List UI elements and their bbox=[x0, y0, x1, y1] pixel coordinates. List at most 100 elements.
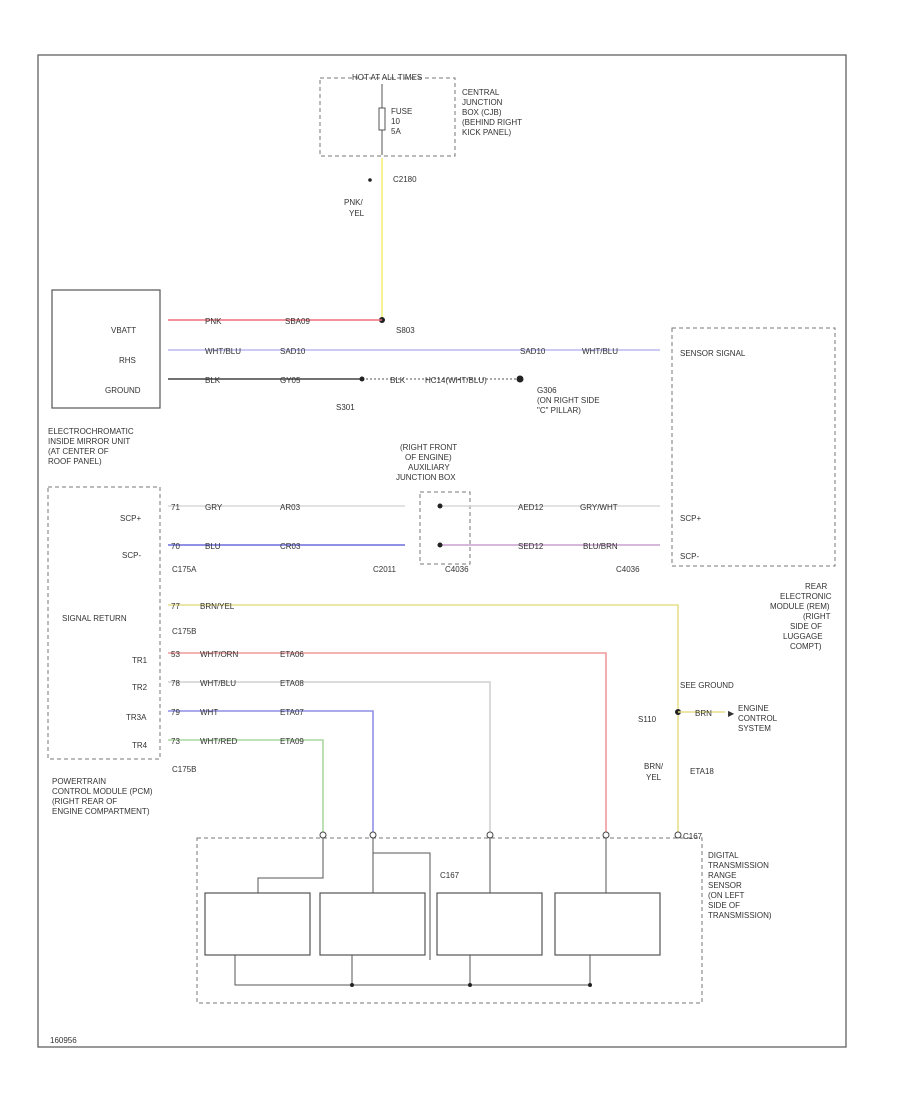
vbatt-wire-circuit: SBA09 bbox=[285, 317, 310, 326]
pcm-pin-tr2: TR2 bbox=[132, 683, 148, 692]
cjb-outline bbox=[319, 77, 456, 157]
mirror-pin-rhs: RHS bbox=[119, 356, 136, 365]
digital-transmission-range-sensor: C167 DIGITAL TRANSMISSION RANGE SENSOR (… bbox=[196, 832, 772, 1004]
pcm-pin-tr1: TR1 bbox=[132, 656, 148, 665]
splice-s301-label: S301 bbox=[336, 403, 355, 412]
rhs-wire-color-right: WHT/BLU bbox=[582, 347, 618, 356]
brn-yel-label-2: YEL bbox=[646, 773, 662, 782]
cjb-label-5: KICK PANEL) bbox=[462, 128, 512, 137]
pcm-label-2: CONTROL MODULE (PCM) bbox=[52, 787, 153, 796]
trs-internal-wire-1 bbox=[257, 835, 324, 893]
mirror-label-4: ROOF PANEL) bbox=[48, 457, 102, 466]
trs-label-5: (ON LEFT bbox=[708, 891, 745, 900]
splice-s803-label: S803 bbox=[396, 326, 415, 335]
scp-minus-color: BLU bbox=[205, 542, 221, 551]
fuse-label-1: FUSE bbox=[391, 107, 412, 116]
scp-plus-color: GRY bbox=[205, 503, 223, 512]
tr2-wire bbox=[168, 681, 491, 835]
trs-label-3: RANGE bbox=[708, 871, 736, 880]
hot-at-all-times-label: HOT AT ALL TIMES bbox=[352, 73, 422, 82]
g306-label-3: "C" PILLAR) bbox=[537, 406, 581, 415]
ground-wire-right-circuit: HC14(WHT/BLU) bbox=[425, 376, 487, 385]
tr4-pin-num: 73 bbox=[171, 737, 180, 746]
pcm-pin-scp-plus: SCP+ bbox=[120, 514, 141, 523]
connector-c175b-lower: C175B bbox=[172, 765, 196, 774]
pcm-label-1: POWERTRAIN bbox=[52, 777, 106, 786]
cjb-label-2: JUNCTION bbox=[462, 98, 503, 107]
rem-label-1: REAR bbox=[805, 582, 827, 591]
mirror-outline bbox=[51, 289, 161, 409]
pnk-yel-label-1: PNK/ bbox=[344, 198, 363, 207]
cjb-label-1: CENTRAL bbox=[462, 88, 500, 97]
rem-pin-scp-minus: SCP- bbox=[680, 552, 699, 561]
connector-c175a: C175A bbox=[172, 565, 197, 574]
pnk-yel-label-2: YEL bbox=[349, 209, 365, 218]
scp-minus-right-circuit: SED12 bbox=[518, 542, 544, 551]
junction-label-2: OF ENGINE) bbox=[405, 453, 452, 462]
fuse-symbol bbox=[378, 107, 386, 131]
tr3a-pin-num: 79 bbox=[171, 708, 180, 717]
pcm-pin-scp-minus: SCP- bbox=[122, 551, 141, 560]
pcm-pin-tr4: TR4 bbox=[132, 741, 148, 750]
connector-c2180: C2180 bbox=[393, 175, 417, 184]
engine-control-label-2: CONTROL bbox=[738, 714, 778, 723]
rem-label-3: MODULE (REM) bbox=[770, 602, 830, 611]
junction-label-1: (RIGHT FRONT bbox=[400, 443, 457, 452]
rem-label-4: (RIGHT bbox=[803, 612, 831, 621]
splice-s110-label: S110 bbox=[638, 715, 657, 724]
pcm-label-3: (RIGHT REAR OF bbox=[52, 797, 117, 806]
tr4-circuit: ETA09 bbox=[280, 737, 304, 746]
junction-label-4: JUNCTION BOX bbox=[396, 473, 456, 482]
rem-outline bbox=[671, 327, 836, 567]
connector-c2011: C2011 bbox=[373, 565, 397, 574]
switch-block-2 bbox=[319, 892, 426, 956]
trs-common-bus bbox=[234, 955, 591, 986]
mirror-label-1: ELECTROCHROMATIC bbox=[48, 427, 134, 436]
tr3a-wire bbox=[168, 710, 374, 835]
engine-control-label-1: ENGINE bbox=[738, 704, 769, 713]
tr1-wire bbox=[168, 652, 607, 835]
eta18-label: ETA18 bbox=[690, 767, 714, 776]
cjb-label-3: BOX (CJB) bbox=[462, 108, 502, 117]
scp-plus-right-color: GRY/WHT bbox=[580, 503, 618, 512]
engine-control-label-3: SYSTEM bbox=[738, 724, 771, 733]
ground-wire-circuit: GY05 bbox=[280, 376, 301, 385]
rem-label-5: SIDE OF bbox=[790, 622, 822, 631]
rem-pin-scp-plus: SCP+ bbox=[680, 514, 701, 523]
ground-wire-color: BLK bbox=[205, 376, 221, 385]
trs-label-4: SENSOR bbox=[708, 881, 742, 890]
tr2-color: WHT/BLU bbox=[200, 679, 236, 688]
mirror-label-3: (AT CENTER OF bbox=[48, 447, 109, 456]
c2180-pin bbox=[368, 178, 372, 182]
tr1-circuit: ETA06 bbox=[280, 650, 304, 659]
switch-block-4 bbox=[554, 892, 661, 956]
connector-c4036-a: C4036 bbox=[445, 565, 469, 574]
tr1-color: WHT/ORN bbox=[200, 650, 238, 659]
rhs-wire-circuit: SAD10 bbox=[280, 347, 306, 356]
tr3a-color: WHT bbox=[200, 708, 218, 717]
tr2-pin-num: 78 bbox=[171, 679, 180, 688]
trs-outline bbox=[196, 837, 703, 1004]
trs-pin-tr3a bbox=[369, 831, 377, 839]
mirror-pin-ground: GROUND bbox=[105, 386, 141, 395]
trs-bus-node-4 bbox=[588, 983, 592, 987]
trs-bus-node-3 bbox=[468, 983, 472, 987]
splice-s301 bbox=[359, 376, 365, 382]
pcm-pin-tr3a: TR3A bbox=[126, 713, 147, 722]
fuse-label-3: 5A bbox=[391, 127, 401, 136]
junction-outline bbox=[419, 491, 471, 565]
junction-label-3: AUXILIARY bbox=[408, 463, 450, 472]
inside-mirror-unit: VBATT RHS GROUND ELECTROCHROMATIC INSIDE… bbox=[48, 289, 161, 466]
connector-c4036-b: C4036 bbox=[616, 565, 640, 574]
scp-plus-pin-num: 71 bbox=[171, 503, 180, 512]
signal-return-color: BRN/YEL bbox=[200, 602, 235, 611]
central-junction-box: HOT AT ALL TIMES FUSE 10 5A CENTRAL JUNC… bbox=[319, 73, 522, 184]
pcm-label-4: ENGINE COMPARTMENT) bbox=[52, 807, 150, 816]
signal-return-wire bbox=[168, 604, 679, 835]
switch-block-1 bbox=[204, 892, 311, 956]
powertrain-control-module: SCP+ SCP- SIGNAL RETURN TR1 TR2 TR3A TR4… bbox=[47, 486, 161, 816]
trs-pin-signal-return bbox=[674, 831, 682, 839]
mirror-label-2: INSIDE MIRROR UNIT bbox=[48, 437, 130, 446]
rhs-wire-circuit-right: SAD10 bbox=[520, 347, 546, 356]
